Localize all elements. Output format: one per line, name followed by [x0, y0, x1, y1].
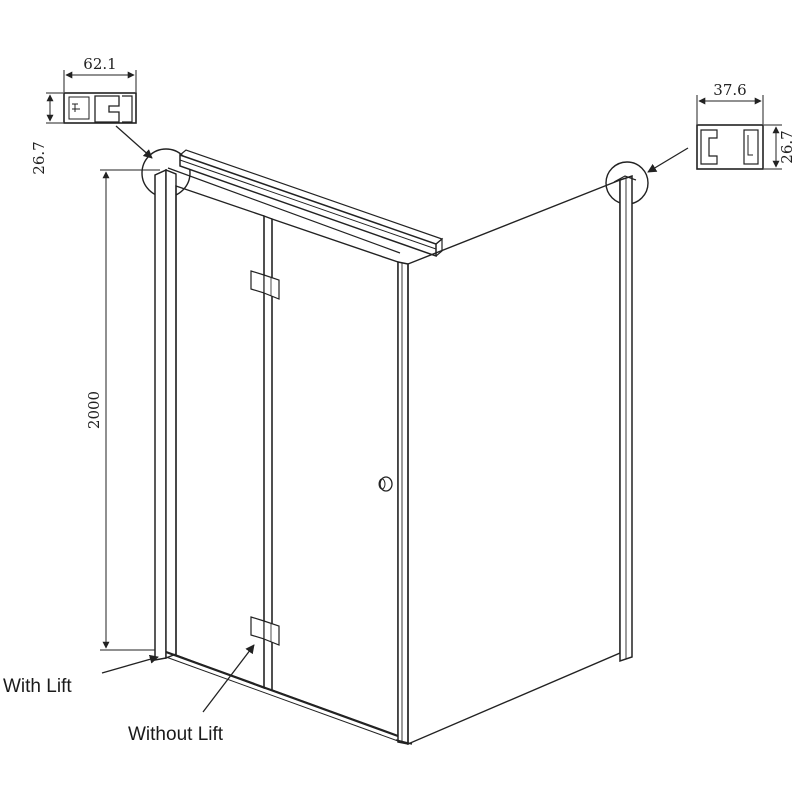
left-profile-detail: 62.1 26.7	[30, 55, 153, 175]
with-lift-label: With Lift	[3, 676, 72, 697]
height-dimension: 2000	[85, 169, 160, 651]
left-profile-section	[63, 92, 137, 124]
right-profile-detail: 37.6 26.7	[647, 81, 796, 173]
lower-hinge	[250, 616, 280, 646]
corner-post	[395, 261, 413, 745]
left-profile-width-dimension: 62.1	[63, 55, 137, 92]
right-profile-width-label: 37.6	[713, 81, 746, 99]
right-profile-width-dimension: 37.6	[696, 81, 764, 124]
side-wall-profile	[613, 174, 637, 663]
fixed-glass-panel	[175, 185, 265, 690]
without-lift-label: Without Lift	[128, 724, 224, 745]
right-detail-leader-arrow	[647, 147, 689, 173]
bottom-seal	[165, 650, 399, 742]
side-glass-panel	[407, 178, 621, 746]
front-wall-profile	[154, 168, 177, 661]
with-lift-arrow	[101, 654, 159, 674]
left-profile-height-dimension: 26.7	[30, 92, 63, 175]
left-profile-height-label: 26.7	[30, 141, 48, 174]
left-detail-leader-arrow	[115, 125, 153, 159]
right-profile-height-dimension: 26.7	[764, 124, 796, 170]
left-profile-width-label: 62.1	[83, 55, 116, 73]
top-rail	[167, 149, 444, 258]
right-profile-section	[696, 124, 764, 170]
without-lift-arrow	[202, 644, 255, 713]
hinged-door-panel	[263, 215, 399, 738]
height-dimension-label: 2000	[85, 391, 103, 429]
upper-hinge	[250, 270, 280, 300]
right-profile-height-label: 26.7	[778, 130, 796, 163]
door-knob	[378, 476, 393, 492]
